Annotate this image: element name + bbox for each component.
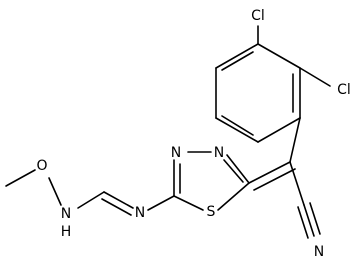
- thiadiazole-ring: [173, 151, 250, 211]
- s-ring-label: S: [207, 204, 216, 220]
- n-imine-label: N: [135, 205, 145, 221]
- chloro-bonds: [257, 25, 331, 87]
- benzene-ring: [215, 43, 301, 143]
- nitrile-group: [289, 161, 321, 239]
- formamidine-chain: [77, 191, 175, 216]
- cl-right-label: Cl: [337, 82, 351, 98]
- o-methoxy-label: O: [36, 158, 47, 174]
- cl-top-label: Cl: [251, 8, 265, 24]
- h-amine-label: H: [61, 224, 72, 240]
- methoxyamine-chain: [5, 169, 62, 206]
- vinyl-linker: [248, 117, 301, 191]
- n-nitrile-label: N: [314, 244, 324, 260]
- n-ring-right-label: N: [214, 145, 224, 161]
- n-amine-label: N: [61, 206, 71, 222]
- n-ring-left-label: N: [171, 145, 181, 161]
